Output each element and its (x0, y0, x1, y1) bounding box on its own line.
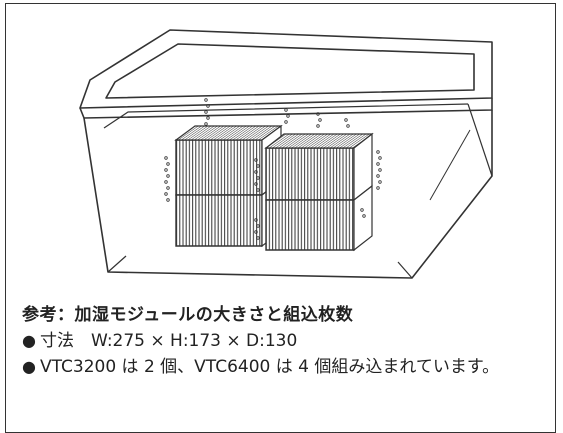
dimensions-text: 寸法 W:275 × H:173 × D:130 (40, 331, 298, 351)
humidifier-modules (174, 124, 374, 252)
note-title: 参考：加湿モジュールの大きさと組込枚数 (22, 305, 354, 325)
note-item-dimensions: ● 寸法 W:275 × H:173 × D:130 (22, 328, 552, 354)
note-item-module-count: ● VTC3200 は 2 個、VTC6400 は 4 個組み込まれています。 (22, 354, 552, 380)
module-top-left (174, 124, 283, 197)
humidifier-module-illustration (79, 29, 493, 279)
tray (79, 29, 493, 279)
module-bottom-right (265, 184, 373, 252)
module-top-right (264, 132, 374, 202)
bullet-icon: ● (22, 331, 36, 350)
bullet-icon: ● (22, 357, 36, 376)
reference-note: 参考：加湿モジュールの大きさと組込枚数 ● 寸法 W:275 × H:173 ×… (22, 302, 552, 380)
module-count-text: VTC3200 は 2 個、VTC6400 は 4 個組み込まれています。 (40, 357, 500, 377)
water-bubbles (164, 98, 382, 240)
